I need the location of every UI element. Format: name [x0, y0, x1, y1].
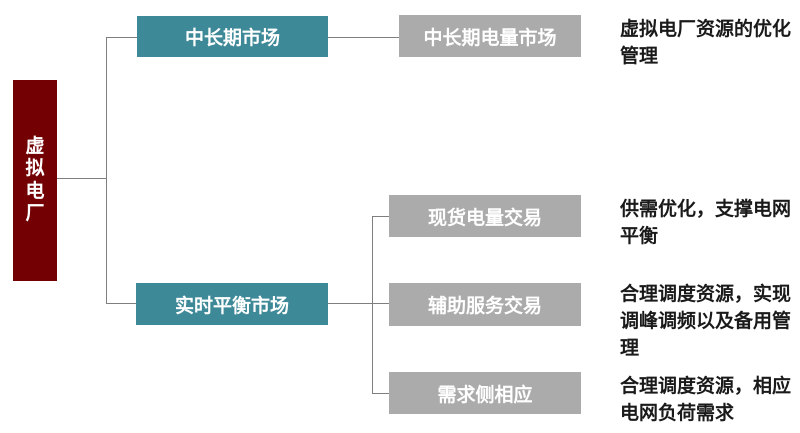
leaf-mid-long-term-energy-market-label: 中长期电量市场	[423, 27, 557, 49]
leaf-mid-long-term-energy-market: 中长期电量市场	[399, 15, 581, 57]
connector-root-horizontal	[57, 178, 106, 179]
connector-branch2-left	[106, 303, 136, 304]
node-mid-long-term-market-label: 中长期市场	[184, 28, 280, 49]
connector-branch2-to-trunk	[328, 303, 389, 304]
node-mid-long-term-market: 中长期市场	[137, 16, 328, 57]
leaf-spot-energy-trading-label: 现货电量交易	[427, 207, 542, 229]
connector-branch2-trunk-vertical	[372, 216, 373, 394]
connector-trunk-to-leaf4	[372, 393, 389, 394]
node-real-time-balancing-market: 实时平衡市场	[136, 283, 328, 325]
note-mid-long-term-energy-market: 虚拟电厂资源的优化管理	[620, 19, 792, 67]
connector-trunk-to-leaf2	[372, 216, 389, 217]
leaf-ancillary-services-trading: 辅助服务交易	[389, 283, 581, 326]
leaf-demand-side-response-label: 需求侧相应	[437, 384, 533, 406]
node-real-time-balancing-market-label: 实时平衡市场	[174, 295, 289, 317]
node-virtual-power-plant: 虚拟电厂	[13, 80, 57, 281]
note-spot-energy-trading: 供需优化，支撑电网平衡	[620, 199, 792, 247]
leaf-spot-energy-trading: 现货电量交易	[389, 195, 581, 237]
connector-branch1-left	[106, 37, 137, 38]
node-virtual-power-plant-label: 虚拟电厂	[25, 135, 45, 224]
leaf-ancillary-services-trading-label: 辅助服务交易	[427, 296, 542, 317]
connector-branch1-to-leaf1	[328, 37, 399, 38]
connector-root-trunk-vertical	[106, 37, 107, 304]
note-demand-side-response: 合理调度资源，相应电网负荷需求	[620, 376, 792, 424]
note-ancillary-services-trading: 合理调度资源，实现调峰调频以及备用管理	[620, 284, 792, 359]
leaf-demand-side-response: 需求侧相应	[389, 372, 581, 414]
